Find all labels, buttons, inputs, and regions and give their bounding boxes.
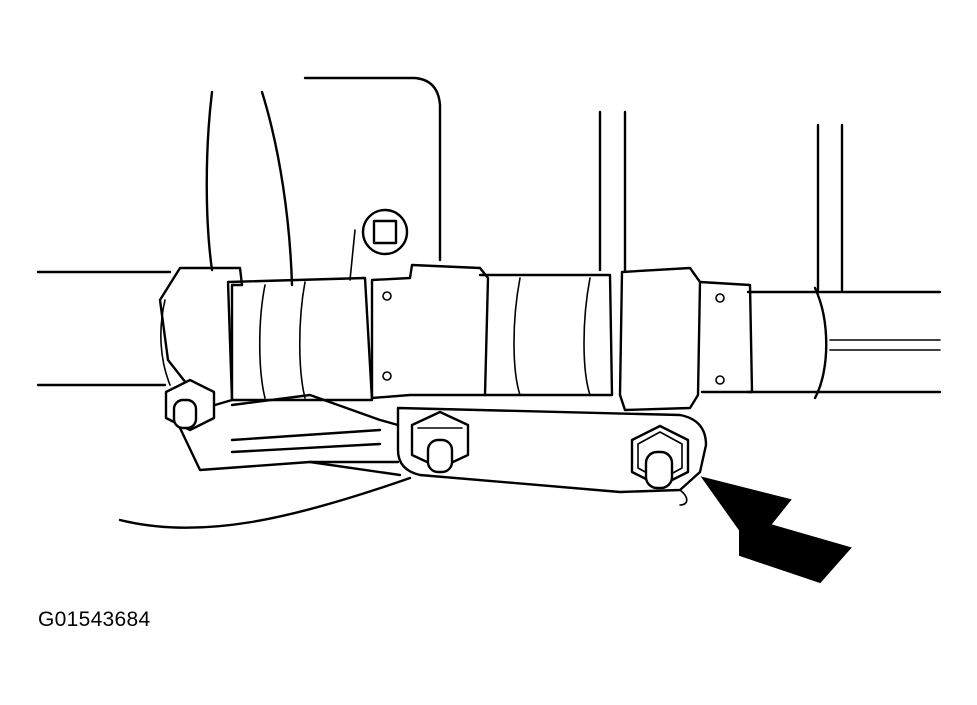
figure-id-label: G01543684 [38, 608, 151, 631]
left-bolt [164, 378, 216, 432]
pointer-arrow-icon [700, 476, 852, 584]
pipe-sleeve [226, 273, 754, 402]
exhaust-pipe [36, 270, 942, 400]
left-clamp [158, 266, 244, 407]
target-bolt [630, 424, 690, 490]
middle-bolt [410, 410, 470, 474]
mounting-bracket [118, 393, 708, 529]
middle-clamp [370, 263, 490, 400]
square-plug [361, 208, 409, 256]
body-panel [205, 76, 442, 287]
right-clamp [618, 266, 725, 412]
frame-members [598, 110, 844, 292]
